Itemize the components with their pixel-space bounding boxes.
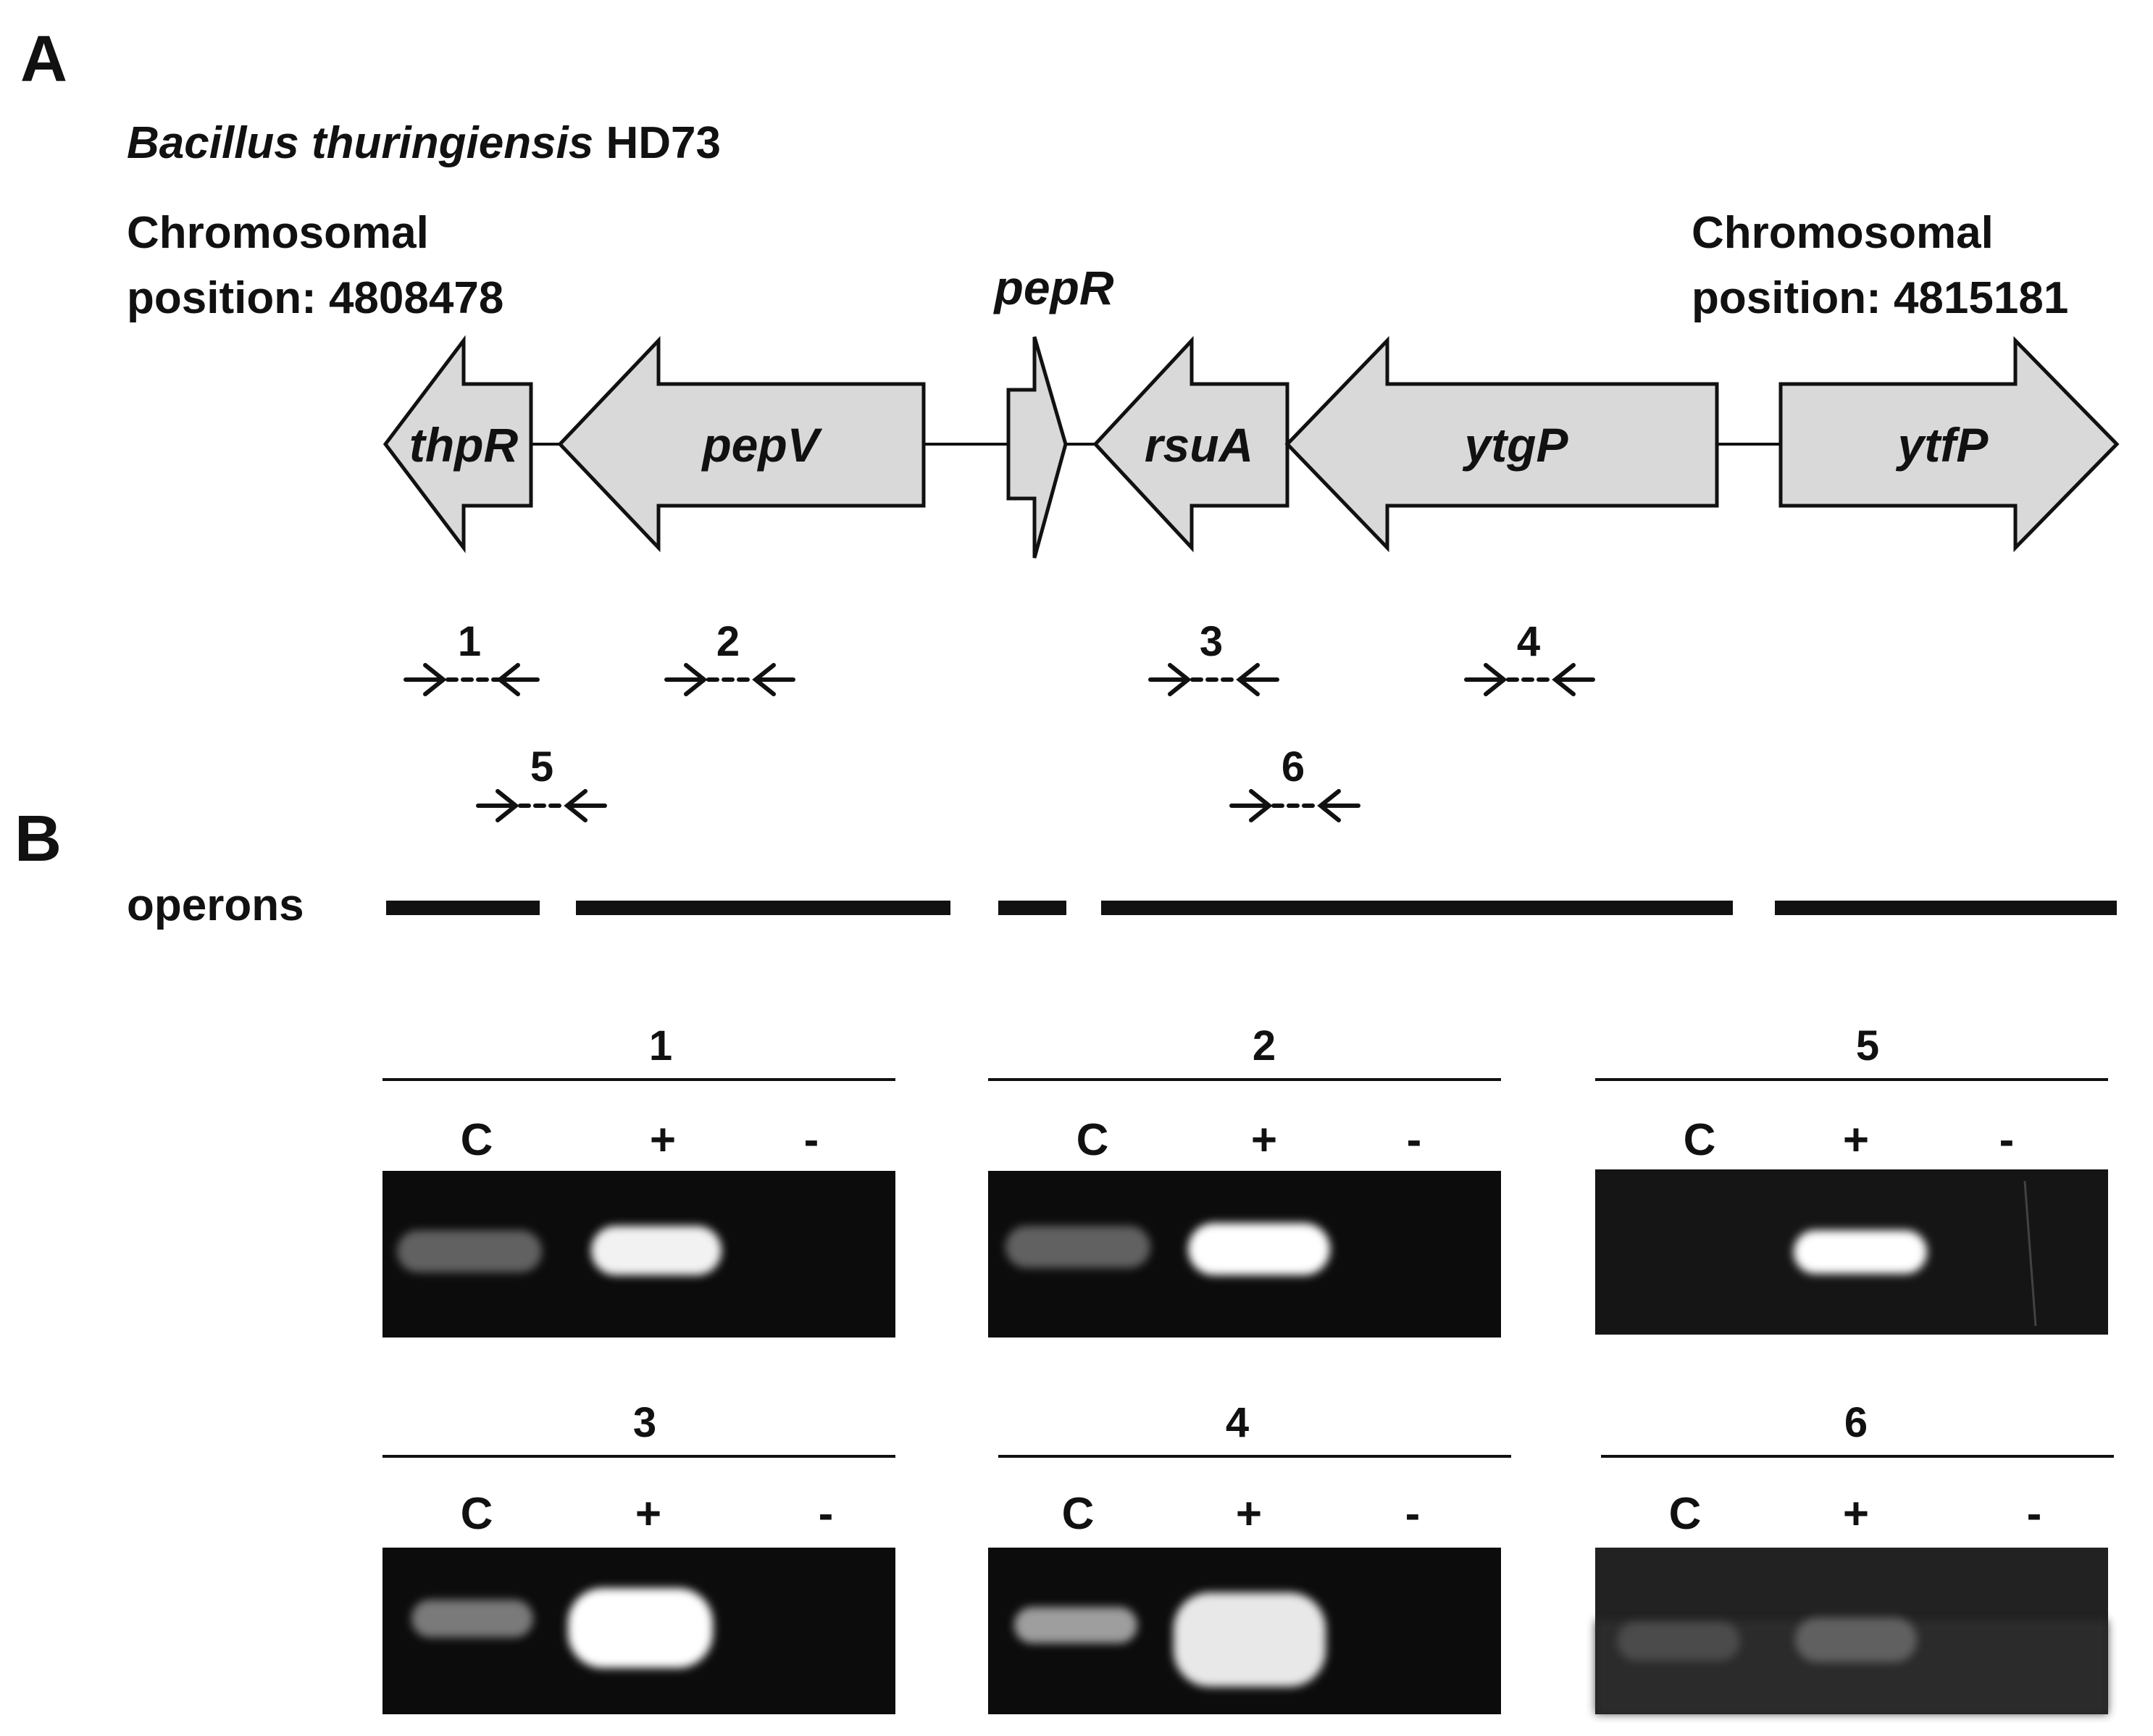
organism-species: Bacillus thuringiensis (127, 118, 593, 168)
gel-band-positive (1795, 1617, 1917, 1662)
lane-label-negative: - (819, 1489, 834, 1539)
gene-ytfP-arrow (1778, 335, 2120, 553)
lane-label-positive: + (1236, 1489, 1262, 1539)
gel-title: 2 (1253, 1022, 1276, 1069)
right-position-line2: position: 4815181 (1692, 273, 2068, 323)
primer-label-3: 3 (1200, 618, 1223, 665)
gene-label-pepR: pepR (993, 261, 1114, 314)
primer-pair-3 (1148, 663, 1279, 696)
lane-label-positive: + (650, 1115, 676, 1165)
organism-strain: HD73 (606, 118, 721, 168)
lane-label-negative: - (2027, 1489, 2042, 1539)
lane-label-positive: + (1251, 1115, 1277, 1165)
gene-pepR-arrow (1006, 336, 1068, 559)
gel-band-positive (1794, 1230, 1927, 1274)
right-position-line1: Chromosomal (1692, 208, 1994, 258)
primer-pair-labels: 1 2 3 4 5 6 (458, 618, 1540, 790)
gel-panel-6: 6 C + - (1595, 1399, 2114, 1714)
primer-pair-6 (1229, 789, 1360, 822)
gel-panel-4: 4 C + - (988, 1399, 1511, 1714)
lane-label-control: C (1076, 1115, 1109, 1165)
gel-title: 1 (649, 1022, 672, 1069)
gel-title: 6 (1844, 1399, 1868, 1446)
gel-panel-2: 2 C + - (988, 1022, 1501, 1338)
primer-pair-2 (664, 663, 795, 696)
lane-label-negative: - (1999, 1115, 2015, 1165)
lane-label-positive: + (635, 1489, 661, 1539)
primer-pair-5 (476, 789, 607, 822)
primer-label-5: 5 (530, 743, 553, 790)
gel-band-positive (568, 1588, 713, 1668)
gel-band-control (1006, 1226, 1150, 1268)
gene-label-rsuA: rsuA (1145, 418, 1253, 472)
gel-band-control (411, 1600, 533, 1637)
lane-label-control: C (461, 1115, 493, 1165)
gel-band-control (1617, 1622, 1740, 1661)
gene-pepV-arrow (557, 335, 926, 553)
gene-label-pepV: pepV (701, 418, 822, 472)
primer-label-1: 1 (458, 618, 481, 665)
gene-thpR-arrow (382, 335, 533, 554)
lane-label-positive: + (1843, 1489, 1869, 1539)
lane-label-positive: + (1843, 1115, 1869, 1165)
gene-label-ytgP: ytgP (1462, 418, 1568, 472)
gene-ytgP-arrow (1284, 335, 1719, 553)
lane-label-control: C (461, 1489, 493, 1539)
lane-label-control: C (1062, 1489, 1095, 1539)
gel-title: 3 (633, 1399, 656, 1446)
gene-map (382, 335, 2120, 559)
panel-a-label: A (20, 23, 67, 96)
gel-title: 5 (1856, 1022, 1879, 1069)
lane-label-negative: - (804, 1115, 819, 1165)
primer-pairs (404, 663, 1595, 822)
gel-title: 4 (1226, 1399, 1249, 1446)
left-position-line2: position: 4808478 (127, 273, 503, 323)
panel-b-label: B (14, 803, 62, 875)
organism-title: Bacillus thuringiensis HD73 (127, 118, 721, 168)
gel-panel-1: 1 C + - (382, 1022, 895, 1338)
gel-band-positive (1188, 1223, 1330, 1275)
gel-scratch (2023, 1180, 2037, 1327)
primer-label-4: 4 (1517, 618, 1540, 665)
gel-band-control (1014, 1607, 1137, 1643)
gel-band-control (397, 1230, 542, 1272)
left-position-line1: Chromosomal (127, 208, 429, 258)
gel-band-positive (1174, 1593, 1326, 1687)
primer-label-6: 6 (1282, 743, 1305, 790)
gene-labels: thpR pepV pepR rsuA ytgP ytfP (409, 261, 1989, 472)
gel-panel-5: 5 C + - (1595, 1022, 2108, 1335)
lane-label-control: C (1684, 1115, 1716, 1165)
lane-label-control: C (1669, 1489, 1702, 1539)
primer-pair-1 (404, 663, 540, 696)
gel-panel-3: 3 C + - (382, 1399, 895, 1714)
primer-label-2: 2 (716, 618, 740, 665)
lane-label-negative: - (1405, 1489, 1421, 1539)
gel-band-positive (591, 1226, 722, 1275)
gene-label-ytfP: ytfP (1896, 418, 1989, 472)
operons-label: operons (127, 880, 304, 930)
lane-label-negative: - (1407, 1115, 1422, 1165)
gene-label-thpR: thpR (409, 418, 519, 472)
primer-pair-4 (1464, 663, 1595, 696)
